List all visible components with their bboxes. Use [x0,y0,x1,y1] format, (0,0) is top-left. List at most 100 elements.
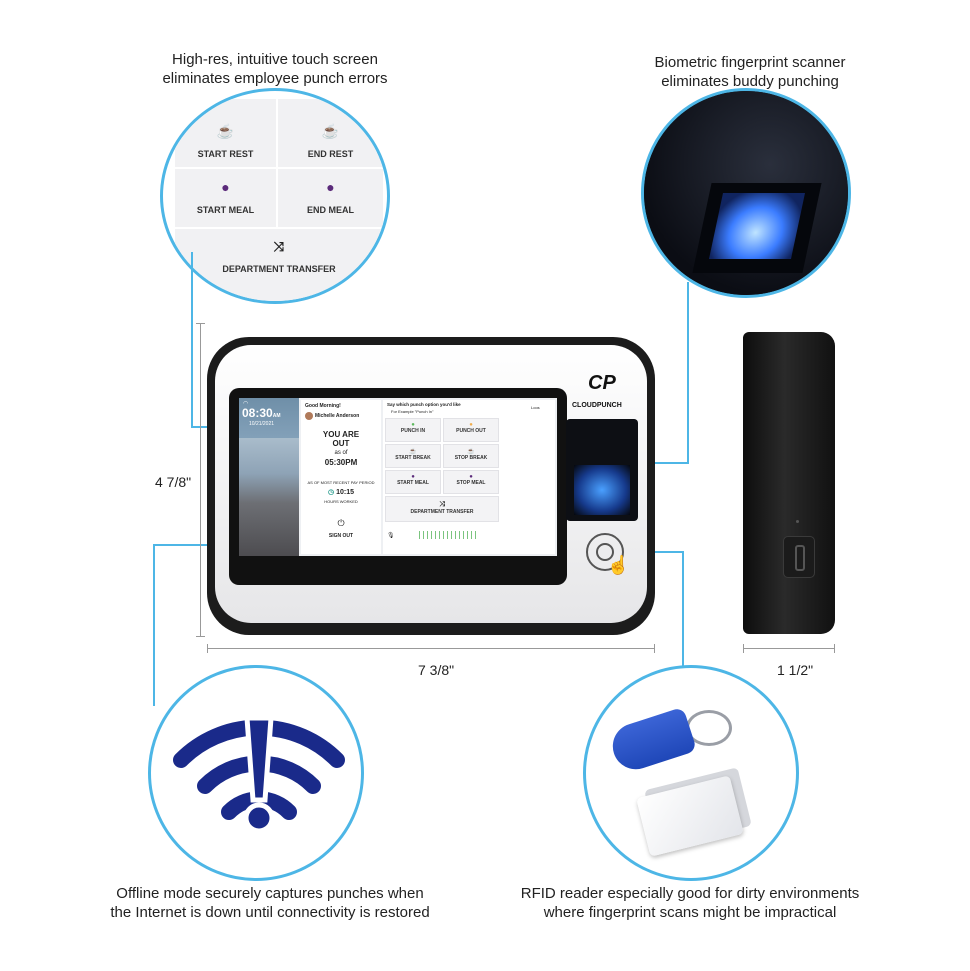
rfid-circle [583,665,799,881]
stop-meal-label: STOP MEAL [456,480,486,486]
touch-screen-zoom: ☕ START REST ☕ END REST ● START MEAL ● E… [160,88,390,304]
punch-in-button[interactable]: ● PUNCH IN [385,418,441,442]
side-led [796,520,799,523]
connector-touch-v [191,252,193,428]
rfid-caption-line1: RFID reader especially good for dirty en… [520,885,860,902]
width-dim-line [207,648,655,649]
depth-dim-cap-left [743,644,744,653]
screen-time-value: 08:30 [242,406,273,420]
stop-break-label: STOP BREAK [454,455,488,461]
power-icon: ⏻ [337,518,345,528]
hours-worked: ◷ 10:15 [301,488,381,496]
touch-caption-line2: eliminates employee punch errors [162,70,388,87]
touch-caption-line1: High-res, intuitive touch screen [172,51,378,68]
rfid-tap-inner [596,543,614,561]
width-dim-cap-right [654,644,655,653]
height-dim-cap-bottom [196,636,205,637]
zoom-end-meal: ● END MEAL [278,169,383,227]
connector-offline-h [153,544,213,546]
device-face: ◠ 08:30AM 10/21/2021 Good Morning! Miche… [215,345,647,623]
height-dim-line [200,323,201,637]
stop-meal-icon: ● [469,474,473,480]
offline-caption-line2: the Internet is down until connectivity … [110,904,430,921]
rfid-key-fob [606,706,698,776]
status-panel: Good Morning! Michelle Anderson YOU ARE … [301,400,381,554]
greeting: Good Morning! [305,403,341,409]
zoom-start-meal: ● START MEAL [175,169,276,227]
usb-port [783,536,815,578]
screen-clock-panel: ◠ 08:30AM 10/21/2021 [239,398,299,556]
city-photo [239,438,299,556]
start-meal-label: START MEAL [397,480,429,486]
start-break-label: START BREAK [395,455,431,461]
user-name: Michelle Anderson [315,413,360,419]
start-meal-icon: ● [411,474,415,480]
rfid-tap-icon [586,533,624,571]
fingerprint-sensor[interactable] [566,419,638,521]
punch-in-label: PUNCH IN [400,428,426,434]
offline-caption: Offline mode securely captures punches w… [90,884,450,922]
zoom-department-transfer: ⤨ DEPARTMENT TRANSFER [175,229,383,301]
depth-dim-cap-right [834,644,835,653]
height-dim-label: 4 7/8" [155,474,192,490]
height-dim-cap-top [196,323,205,324]
finger-caption-line2: eliminates buddy punching [661,73,839,90]
finger-caption-line1: Biometric fingerprint scanner [654,54,846,71]
hours-value: 10:15 [336,489,354,496]
cup-icon: ☕ [216,123,235,139]
punch-out-icon: ● [469,422,473,428]
sign-out-button[interactable]: SIGN OUT [328,533,354,539]
width-dim-label: 7 3/8" [418,662,455,678]
rfid-caption-line2: where fingerprint scans might be impract… [543,904,837,921]
offline-caption-line1: Offline mode securely captures punches w… [116,885,424,902]
period-label: AS OF MOST RECENT PAY PERIOD [307,480,375,485]
stop-break-button[interactable]: ☕ STOP BREAK [443,444,499,468]
hours-label: HOURS WORKED [324,499,358,504]
user-avatar [305,412,313,420]
stop-break-icon: ☕ [467,449,475,455]
punch-in-icon: ● [411,422,415,428]
punch-out-button[interactable]: ● PUNCH OUT [443,418,499,442]
depth-dim-line [743,648,835,649]
utensils-icon: ● [221,179,230,195]
fingerprint-sensor-glass [574,465,630,515]
punch-out-label: PUNCH OUT [456,428,486,434]
status-time: 05:30PM [324,458,358,467]
offline-wifi-icon [173,715,345,834]
width-dim-cap-left [207,644,208,653]
zoom-end-meal-label: END MEAL [307,205,354,215]
status-line3: as of [334,450,348,456]
usb-port-slot [795,545,805,571]
stop-meal-button[interactable]: ● STOP MEAL [443,470,499,494]
voice-example: For Example "Punch In" [391,409,434,414]
start-break-icon: ☕ [409,449,417,455]
start-meal-button[interactable]: ● START MEAL [385,470,441,494]
start-break-button[interactable]: ☕ START BREAK [385,444,441,468]
voice-level-meter [419,531,479,539]
cloudpunch-logo: CP [588,372,616,394]
offline-mode-circle [148,665,364,881]
wifi-status-icon: ◠ [243,401,249,407]
touch-caption: High-res, intuitive touch screen elimina… [130,50,420,88]
zoom-end-rest: ☕ END REST [278,99,383,167]
connector-finger-h [637,462,689,464]
cup-saucer-icon: ☕ [321,123,340,139]
cloudpunch-device: ◠ 08:30AM 10/21/2021 Good Morning! Miche… [207,337,655,635]
lang-button[interactable]: Loos [531,405,540,410]
device-side-view [743,332,835,634]
status-line2: OUT [332,439,350,448]
zoom-start-rest: ☕ START REST [175,99,276,167]
department-transfer-button[interactable]: ⤨ DEPARTMENT TRANSFER [385,496,499,522]
connector-offline-v [153,544,155,706]
zoom-start-meal-label: START MEAL [196,205,255,215]
scanner-glow [708,193,806,259]
clock-icon: ◷ [328,489,335,496]
meal-end-icon: ● [326,179,335,195]
fingerprint-zoom [641,88,851,298]
finger-caption: Biometric fingerprint scanner eliminates… [600,53,900,91]
screen-time: 08:30AM [242,406,280,420]
connector-rfid-h [650,551,684,553]
zoom-department-transfer-label: DEPARTMENT TRANSFER [222,264,336,274]
screen-date: 10/21/2021 [249,421,275,427]
hand-tap-icon: ☝ [607,555,630,575]
